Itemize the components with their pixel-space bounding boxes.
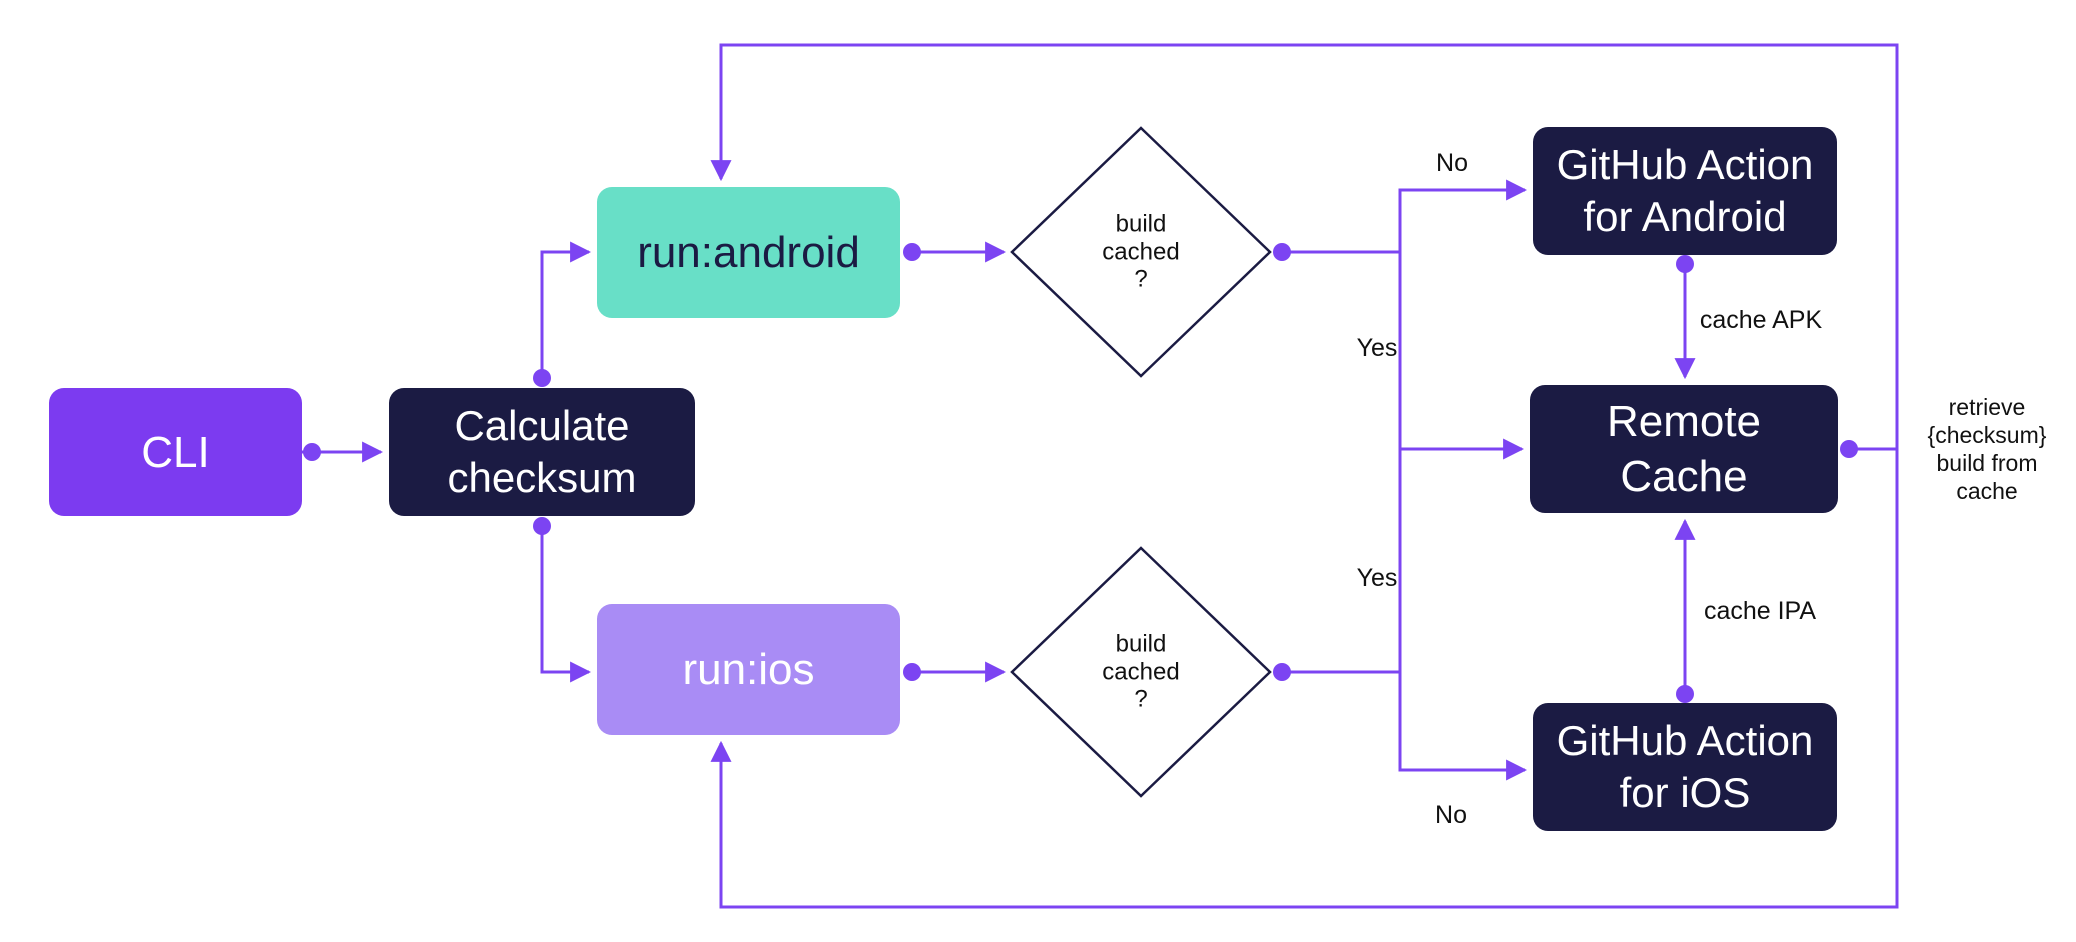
edge-label-android-yes: Yes bbox=[1356, 333, 1398, 362]
edge-loop-top-to-run-android bbox=[710, 43, 1899, 449]
edge-label-retrieve-from-cache: retrieve {checksum} build from cache bbox=[1927, 393, 2047, 505]
edge-label-ios-no: No bbox=[1435, 800, 1467, 829]
junction-dot bbox=[1676, 685, 1694, 703]
junction-dot bbox=[1676, 255, 1694, 273]
edge-checksum-to-run-ios bbox=[540, 526, 592, 683]
node-remote-cache: Remote Cache bbox=[1530, 385, 1838, 513]
junction-dots bbox=[303, 243, 1858, 703]
edge-decision-android-no bbox=[1280, 179, 1528, 254]
junction-dot bbox=[903, 663, 921, 681]
edge-label-android-no: No bbox=[1436, 148, 1468, 177]
edge-decision-android-yes bbox=[1398, 252, 1525, 460]
node-calculate-checksum: Calculate checksum bbox=[389, 388, 695, 516]
node-cli: CLI bbox=[49, 388, 302, 516]
node-github-action-ios: GitHub Action for iOS bbox=[1533, 703, 1837, 831]
edge-label-cache-apk: cache APK bbox=[1699, 305, 1823, 334]
node-run-ios: run:ios bbox=[597, 604, 900, 735]
decision-label-android-build-cached: build cached ? bbox=[1102, 210, 1180, 293]
decision-diamond-android bbox=[1010, 126, 1272, 378]
junction-dot bbox=[1273, 243, 1291, 261]
edge-label-cache-ipa: cache IPA bbox=[1703, 596, 1817, 625]
node-github-action-android: GitHub Action for Android bbox=[1533, 127, 1837, 255]
edge-label-ios-yes: Yes bbox=[1356, 563, 1398, 592]
junction-dot bbox=[903, 243, 921, 261]
decision-diamonds bbox=[1010, 126, 1272, 798]
junction-dot bbox=[533, 369, 551, 387]
junction-dot bbox=[1273, 663, 1291, 681]
edge-checksum-to-run-android bbox=[540, 241, 592, 378]
junction-dot bbox=[303, 443, 321, 461]
node-run-android: run:android bbox=[597, 187, 900, 318]
edge-decision-ios-no bbox=[1280, 670, 1528, 781]
junction-dot bbox=[1840, 440, 1858, 458]
junction-dot bbox=[533, 517, 551, 535]
decision-label-ios-build-cached: build cached ? bbox=[1102, 630, 1180, 713]
edge-loop-bottom-to-run-ios bbox=[710, 449, 1899, 909]
decision-diamond-ios bbox=[1010, 546, 1272, 798]
